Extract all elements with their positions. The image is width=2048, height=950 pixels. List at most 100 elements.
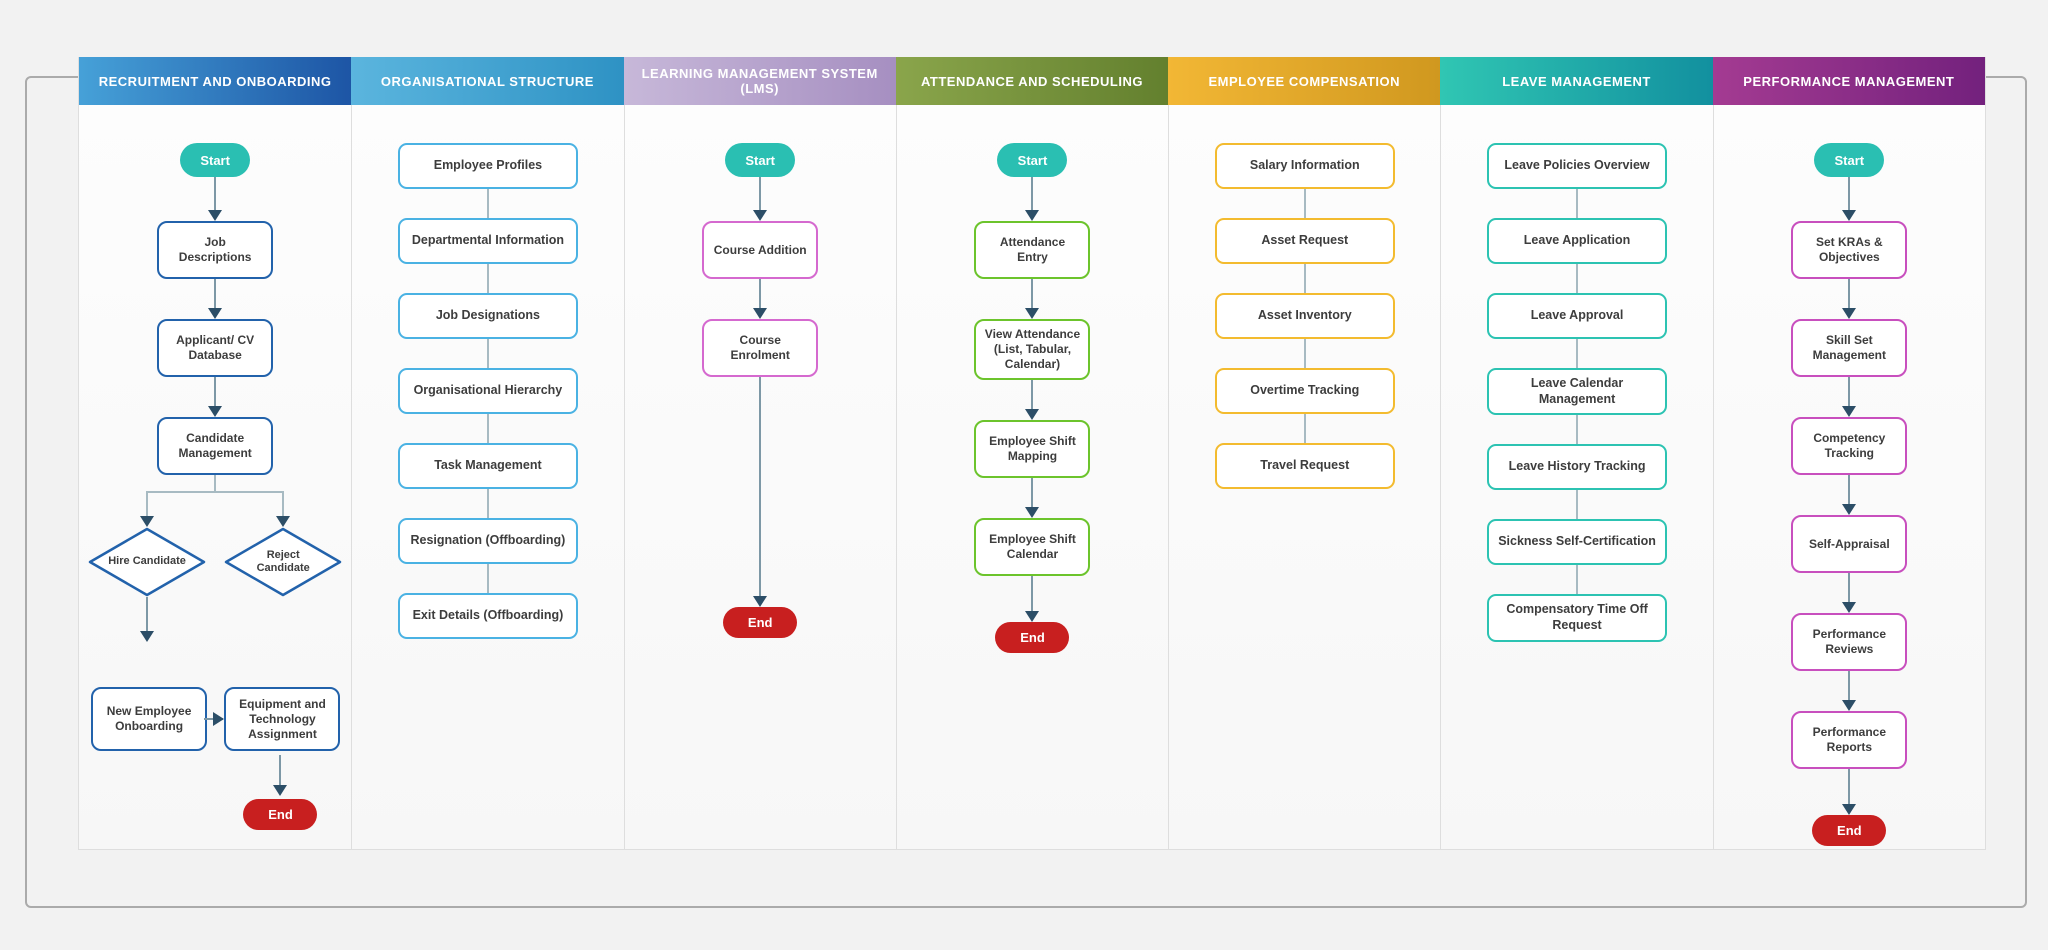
lane-org-structure: ORGANISATIONAL STRUCTURE Employee Profile… [351,57,624,849]
branch-drop-line [282,491,284,516]
connector-line [1031,478,1034,508]
connector-arrow [1714,769,1985,815]
arrowhead-right-icon [213,712,225,726]
arrowhead-down-icon [753,596,768,607]
arrowhead-down-icon [1025,409,1040,420]
connector-arrow [1714,475,1985,515]
node-end: End [1812,815,1887,846]
node-box: Competency Tracking [1791,417,1908,475]
node-decision-diamond: Hire Candidate [88,527,206,597]
node-box: Organisational Hierarchy [397,368,578,414]
arrowhead-down-icon [1025,611,1040,622]
arrowhead-down-icon [273,785,288,796]
arrowhead-down-icon [1842,308,1857,319]
connector-arrow [1714,671,1985,711]
offset-end: End [79,755,351,833]
node-box: View Attendance (List, Tabular, Calendar… [974,319,1091,380]
node-end: End [723,607,798,638]
lane-title: RECRUITMENT AND ONBOARDING [98,73,332,89]
connector-line [1441,490,1712,520]
lane-title: LEARNING MANAGEMENT SYSTEM (LMS) [641,66,878,96]
node-box: Leave History Tracking [1487,444,1668,491]
decision-label: Reject Candidate [256,548,310,574]
connector-arrow [1714,279,1985,319]
connector-line [759,279,762,309]
connector-arrow [1714,377,1985,417]
connector-line [1169,339,1440,368]
lane-header-compensation: EMPLOYEE COMPENSATION [1168,57,1441,105]
arrowhead-down-icon [1842,504,1857,515]
connector-line [352,414,623,443]
node-box: Self-Appraisal [1791,515,1908,573]
connector-line [1304,414,1306,443]
node-box: Leave Policies Overview [1487,143,1668,189]
lane-header-org-structure: ORGANISATIONAL STRUCTURE [351,57,624,105]
node-decision-diamond: Reject Candidate [224,527,342,597]
connector-arrow [897,380,1168,420]
connector-line [1169,414,1440,443]
arrowhead-down-icon [1842,406,1857,417]
connector-line [1848,671,1851,701]
node-box: Leave Application [1487,218,1668,264]
connector-arrow [1714,177,1985,221]
connector-line [1576,565,1578,595]
connector-line [1031,177,1034,211]
connector-line [1031,279,1034,309]
connector-line [1304,264,1306,293]
connector-line [1441,415,1712,445]
node-end: End [995,622,1070,653]
connector-arrow [625,177,896,221]
connector-line [1576,264,1578,293]
node-start: Start [1814,143,1885,177]
lane-header-leave: LEAVE MANAGEMENT [1440,57,1713,105]
arrowhead-down-icon [208,308,223,319]
connector-line [1169,189,1440,218]
lane-title: EMPLOYEE COMPENSATION [1208,73,1401,89]
connector-line [352,489,623,518]
node-start: Start [997,143,1068,177]
connector-line [759,377,762,597]
branch-stem-line [214,475,216,491]
node-box: Course Enrolment [702,319,819,377]
connector-arrow [897,279,1168,319]
connector-line [1848,769,1851,805]
connector-line [487,189,489,218]
branch-drop-line [146,491,148,516]
node-box: Job Designations [397,293,578,339]
node-box: Leave Approval [1487,293,1668,339]
node-box: Task Management [397,443,578,489]
lane-title: ORGANISATIONAL STRUCTURE [380,73,594,89]
node-box: Employee Shift Calendar [974,518,1091,576]
connector-line [1169,264,1440,293]
connector-line [214,177,217,211]
connector-line [214,377,217,407]
lane-title: PERFORMANCE MANAGEMENT [1743,73,1955,89]
connector-arrow [79,377,351,417]
connector-line [487,564,489,593]
node-box: Attendance Entry [974,221,1091,279]
connector-line [1441,339,1712,368]
diamond-shape-icon [88,527,206,597]
node-box: Asset Inventory [1214,293,1395,339]
arrowhead-down-icon [1025,210,1040,221]
arrowhead-down-icon [1842,602,1857,613]
connector-line [1576,189,1578,218]
connector-arrow [897,576,1168,622]
arrowhead-down-icon [276,516,291,527]
arrowhead-down-icon [208,210,223,221]
node-box: Course Addition [702,221,819,279]
lane-header-performance: PERFORMANCE MANAGEMENT [1712,57,1985,105]
